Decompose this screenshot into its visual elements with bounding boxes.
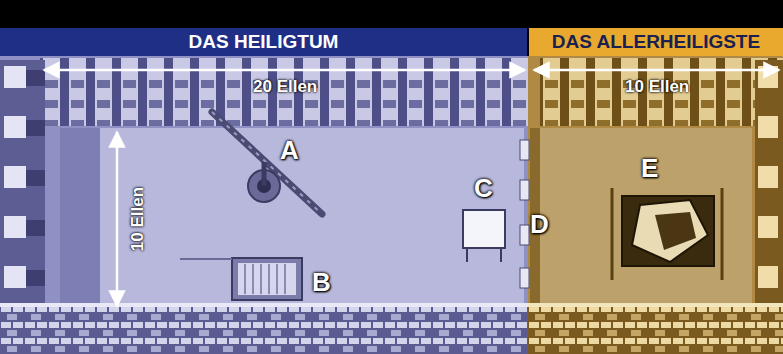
header-band: DAS HEILIGTUM: [0, 28, 527, 56]
dimension-label: 10 Ellen: [625, 77, 689, 97]
callout-letter: C: [474, 173, 493, 204]
callout-letter: A: [280, 135, 299, 166]
header-band: DAS ALLERHEILIGSTE: [529, 28, 783, 56]
callout-letter: E: [641, 153, 658, 184]
dimension-label: 20 Ellen: [253, 77, 317, 97]
callout-letter: B: [312, 267, 331, 298]
callout-letter: D: [530, 209, 549, 240]
dimension-label: 10 Ellen: [128, 187, 148, 251]
band-title: DAS ALLERHEILIGSTE: [552, 31, 760, 53]
band-title: DAS HEILIGTUM: [189, 31, 339, 53]
